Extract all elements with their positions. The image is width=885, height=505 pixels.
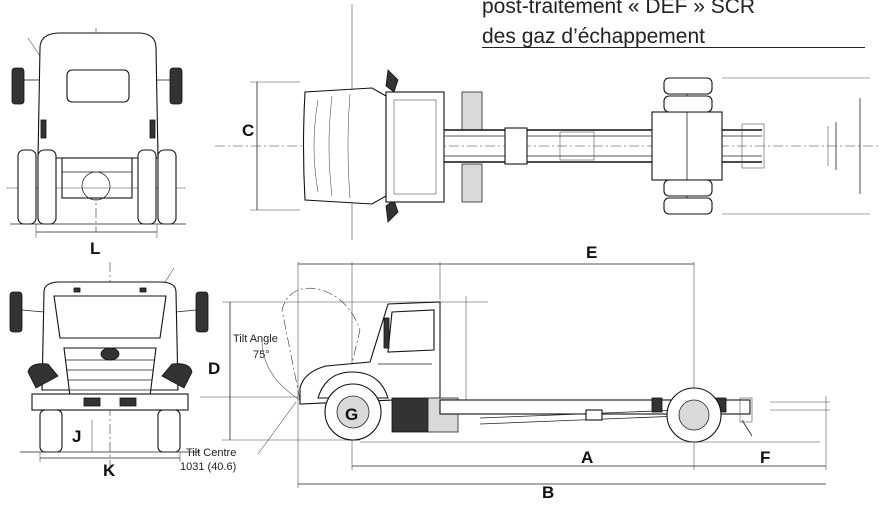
front-tire-left (39, 409, 63, 453)
rear-view: L (6, 28, 186, 258)
side-view: E D Tilt Angle 75° G Tilt Centre (180, 243, 830, 502)
dimension-E-label: E (586, 243, 597, 262)
top-view: C (215, 4, 878, 240)
dimension-J-label: J (72, 427, 81, 446)
rear-mirror-right (169, 67, 183, 105)
note-line-2: des gaz d’échappement (482, 25, 705, 48)
dimension-D-label: D (208, 359, 220, 378)
front-mirror-right (195, 291, 209, 333)
tilt-centre-value: 1031 (40.6) (180, 461, 236, 473)
rear-tire-right-inner (137, 149, 157, 225)
windshield (53, 295, 167, 339)
dimension-F-label: F (760, 448, 770, 467)
driveshaft (479, 409, 681, 419)
dimension-B-label: B (542, 483, 554, 500)
rear-tire-left-inner (37, 149, 57, 225)
dimension-G-label: G (345, 405, 358, 424)
front-mirror-left (9, 291, 23, 333)
top-rear-wheel-upper-1 (663, 77, 713, 95)
top-rear-wheel-upper-2 (663, 95, 713, 113)
exhaust-aftertreatment-note: post-traitement « DEF » SCR des gaz d’éc… (482, 0, 882, 52)
top-mirror-left (385, 69, 399, 93)
tilt-centre-leader (257, 401, 297, 455)
top-rear-wheel-lower-1 (663, 179, 713, 197)
brand-emblem (100, 347, 120, 361)
top-cab (302, 87, 387, 205)
top-rear-wheel-lower-2 (663, 197, 713, 215)
top-fuel-tank (461, 163, 483, 203)
front-bumper (31, 393, 189, 411)
front-tire-right (157, 409, 181, 453)
dimension-L-label: L (90, 239, 100, 258)
rear-frame (61, 157, 133, 199)
top-def-tank (461, 91, 483, 131)
side-window (387, 309, 435, 353)
tilt-angle-label: Tilt Angle (233, 333, 278, 345)
rear-tire-left-outer (17, 149, 37, 225)
rear-view-leader (27, 37, 41, 57)
rear-mirror-left (11, 67, 25, 105)
tilted-hood-outline (281, 287, 361, 401)
dimension-K-label: K (103, 461, 116, 480)
rear-window (66, 69, 130, 103)
dimension-C-label: C (242, 121, 254, 140)
dimension-A-label: A (581, 448, 593, 467)
front-view: J K (9, 262, 209, 480)
tilt-angle-value: 75° (253, 349, 270, 361)
battery-box (391, 397, 429, 433)
headlight-left (27, 363, 59, 389)
headlight-right (161, 363, 193, 389)
tilt-angle-arc (261, 339, 301, 401)
top-engine-bay (385, 91, 445, 203)
top-mirror-right (385, 199, 399, 223)
note-underline (482, 47, 865, 48)
rear-tire-right-outer (157, 149, 177, 225)
tilt-centre-label: Tilt Centre (186, 447, 236, 459)
note-line-1: post-traitement « DEF » SCR (482, 0, 756, 18)
